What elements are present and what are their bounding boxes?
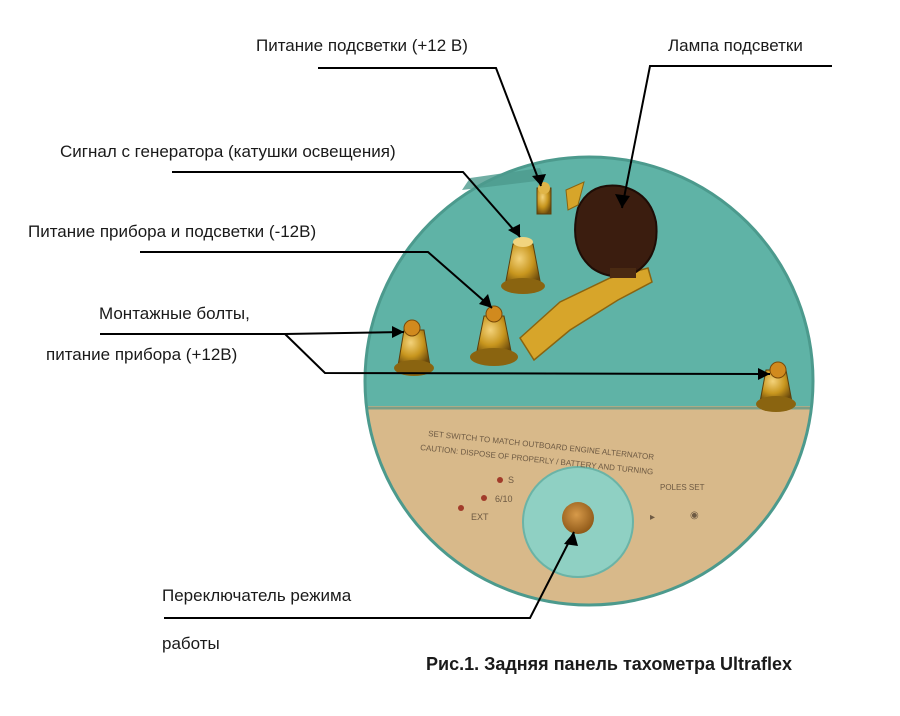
terminal-device-power <box>470 305 518 366</box>
svg-text:◉: ◉ <box>690 510 699 521</box>
leader-arrowheads <box>392 174 770 546</box>
mount-bolt-left <box>394 319 434 376</box>
leader-mount-bolt-left <box>100 331 405 335</box>
brass-strap <box>519 181 653 362</box>
arrow-backlight-lamp <box>615 194 630 208</box>
arrow-mount-bolt-left <box>392 326 404 338</box>
backlight-lamp <box>574 184 658 278</box>
label-mode-switch-line1: Переключатель режима <box>162 586 352 605</box>
label-mount-bolts-line2: питание прибора (+12В) <box>46 345 238 364</box>
panel-mark-6: 6/10 <box>495 494 513 504</box>
label-device-power: Питание прибора и подсветки (-12В) <box>28 222 317 241</box>
terminal-generator-signal <box>501 237 545 294</box>
label-backlight-lamp: Лампа подсветки <box>668 36 803 55</box>
leader-backlight-lamp <box>621 65 832 209</box>
arrow-generator-signal <box>508 224 520 237</box>
arrow-device-power <box>479 294 492 308</box>
leader-mount-bolt-right <box>284 333 771 375</box>
label-generator-signal: Сигнал с генератора (катушки освещения) <box>60 142 396 161</box>
arrow-mode-switch <box>564 532 578 546</box>
mode-switch-knob <box>562 502 594 534</box>
label-backlight-power: Питание подсветки (+12 В) <box>256 36 468 55</box>
leader-mode-switch <box>164 531 575 619</box>
figure-caption: Рис.1. Задняя панель тахометра Ultraflex <box>426 654 793 674</box>
leader-backlight-power <box>318 67 542 187</box>
terminal-backlight-power <box>536 182 552 215</box>
arrow-backlight-power <box>532 174 546 186</box>
leader-device-power <box>140 251 493 309</box>
arrow-mount-bolt-right <box>758 368 770 380</box>
panel-mark-s: S <box>508 475 514 485</box>
leader-lines <box>100 65 832 619</box>
svg-text:▸: ▸ <box>650 512 655 523</box>
mount-bolt-right <box>756 361 796 412</box>
leader-generator-signal <box>172 171 521 238</box>
label-mode-switch-line2: работы <box>162 634 220 653</box>
label-mount-bolts-line1: Монтажные болты, <box>99 304 250 323</box>
panel-print-line3: POLES SET <box>660 483 705 492</box>
mode-switch-disc <box>522 466 634 578</box>
panel-mark-ext: EXT <box>471 512 489 522</box>
